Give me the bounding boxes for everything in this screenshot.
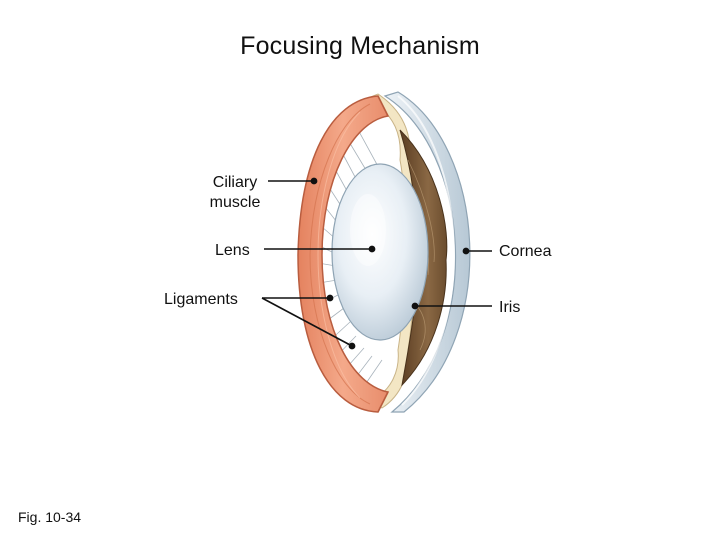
leader-line-ligaments-lower <box>261 297 353 347</box>
lens-shape <box>331 163 429 341</box>
leader-dot-cornea <box>462 247 470 255</box>
label-iris: Iris <box>499 299 521 316</box>
label-ciliary-muscle: Ciliary muscle <box>200 173 270 213</box>
label-ciliary-line1: Ciliary <box>212 174 258 191</box>
page-title: Focusing Mechanism <box>240 32 480 60</box>
cornea-shape <box>383 91 471 413</box>
leader-dot-ligaments-upper <box>326 294 334 302</box>
leader-dot-ciliary <box>310 177 318 185</box>
figure-caption: Fig. 10-34 <box>18 509 82 525</box>
label-ciliary-line2: muscle <box>209 194 261 211</box>
label-cornea: Cornea <box>499 243 552 260</box>
leader-dot-lens <box>368 245 376 253</box>
leader-dot-iris <box>411 302 419 310</box>
ciliary-muscle-shape <box>297 95 390 413</box>
label-ligaments: Ligaments <box>164 291 238 308</box>
leader-dot-ligaments-lower <box>348 342 356 350</box>
label-lens: Lens <box>215 242 250 259</box>
leader-lines <box>261 177 492 350</box>
